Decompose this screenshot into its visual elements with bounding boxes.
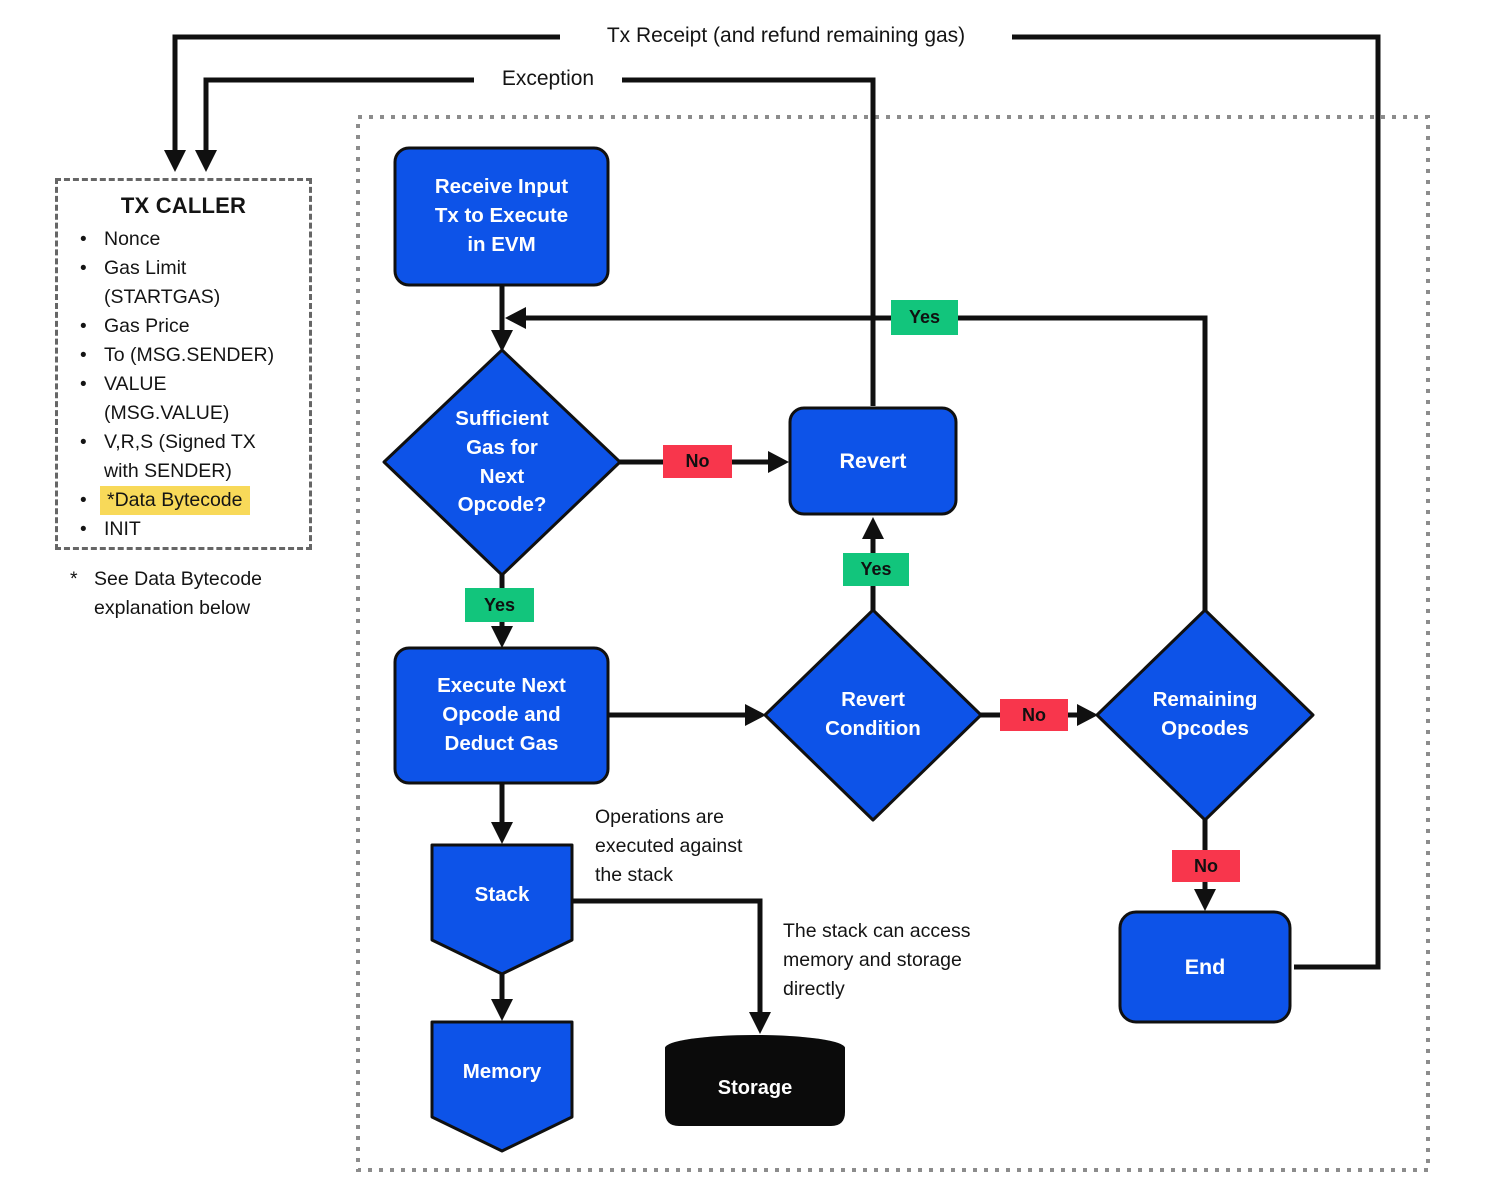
bullet-icon: •: [80, 345, 87, 366]
tx-caller-title: TX CALLER: [120, 193, 247, 218]
tx-caller-list: • Nonce • Gas Limit (STARTGAS) • Gas Pri…: [58, 225, 309, 544]
list-item: • Nonce: [80, 225, 303, 254]
end-node: [1118, 910, 1292, 1024]
arrow-down-icon: [491, 330, 513, 352]
connector-receive-to-gas-diamond: [491, 285, 513, 352]
loop-yes-badge: Yes: [891, 300, 958, 335]
remaining-opcodes-diamond: [1095, 608, 1315, 822]
list-item: • *Data Bytecode: [80, 486, 303, 515]
gas-yes-badge: Yes: [465, 588, 534, 622]
arrow-down-icon: [195, 150, 217, 172]
gas-no-badge: No: [663, 445, 732, 478]
exception-label: Exception: [474, 67, 622, 91]
arrow-down-icon: [164, 150, 186, 172]
receive-input-node: [393, 146, 610, 287]
bullet-icon: •: [80, 229, 87, 250]
list-item: • INIT: [80, 515, 303, 544]
revert-node: [788, 406, 958, 516]
arrow-down-icon: [491, 626, 513, 648]
connector-tx-receipt-to-txcaller: [164, 34, 566, 172]
arrow-down-icon: [1194, 889, 1216, 911]
bullet-icon: •: [80, 519, 87, 540]
arrow-down-icon: [749, 1012, 771, 1034]
connector-end-to-tx-receipt: [988, 34, 1381, 970]
bullet-icon: •: [80, 258, 87, 279]
storage-cylinder-body: [665, 1035, 845, 1126]
arrow-down-icon: [491, 822, 513, 844]
list-item-label: To (MSG.SENDER): [104, 344, 275, 366]
list-item-label: Gas Price: [104, 315, 190, 337]
arrow-left-icon: [505, 307, 526, 329]
connector-opcodes-yes-loop: [505, 307, 1208, 612]
tx-caller-panel: TX CALLER • Nonce • Gas Limit (STARTGAS)…: [55, 178, 312, 550]
list-item: • To (MSG.SENDER): [80, 341, 303, 370]
arrow-down-icon: [491, 999, 513, 1021]
bullet-icon: •: [80, 316, 87, 337]
list-item: • V,R,S (Signed TX with SENDER): [80, 428, 303, 486]
data-bytecode-footnote: * See Data Bytecode explanation below: [70, 565, 320, 623]
list-item-label-highlighted: *Data Bytecode: [100, 486, 250, 515]
evm-container-frame: [356, 115, 1430, 1172]
list-item: • Gas Price: [80, 312, 303, 341]
connector-exception-to-txcaller: [195, 77, 478, 172]
storage-cylinder: [665, 1035, 845, 1126]
bullet-icon: •: [80, 374, 87, 395]
tx-receipt-label: Tx Receipt (and refund remaining gas): [560, 24, 1012, 48]
stack-annotation: Operations are executed against the stac…: [595, 806, 743, 886]
connector-stack-to-storage: [570, 898, 771, 1034]
revert-condition-diamond: [763, 608, 983, 822]
arrow-right-icon: [1077, 704, 1098, 726]
list-item-label: VALUE (MSG.VALUE): [104, 373, 230, 424]
opcodes-no-badge: No: [1172, 850, 1240, 882]
list-item: • Gas Limit (STARTGAS): [80, 254, 303, 312]
stack-node: [430, 843, 574, 976]
connector-stack-to-memory: [491, 972, 513, 1021]
footnote-text: See Data Bytecode explanation below: [94, 568, 263, 619]
list-item: • VALUE (MSG.VALUE): [80, 370, 303, 428]
execute-opcode-node: [393, 646, 610, 785]
sufficient-gas-diamond: [382, 348, 622, 577]
connector-execute-to-stack: [491, 781, 513, 844]
storage-annotation: The stack can access memory and storage …: [783, 920, 971, 1000]
list-item-label: Gas Limit (STARTGAS): [104, 257, 221, 308]
list-item-label: INIT: [104, 518, 141, 540]
condition-no-badge: No: [1000, 699, 1068, 731]
condition-yes-badge: Yes: [843, 553, 909, 586]
connector-execute-to-condition: [606, 704, 766, 726]
memory-node: [430, 1020, 574, 1153]
list-item-label: V,R,S (Signed TX with SENDER): [104, 431, 256, 482]
bullet-icon: •: [80, 432, 87, 453]
connector-revert-to-exception: [602, 77, 876, 406]
list-item-label: Nonce: [104, 228, 161, 250]
arrow-up-icon: [862, 517, 884, 539]
bullet-icon: •: [80, 490, 87, 511]
asterisk-marker: *: [70, 568, 78, 590]
arrow-right-icon: [745, 704, 766, 726]
arrow-right-icon: [768, 451, 789, 473]
